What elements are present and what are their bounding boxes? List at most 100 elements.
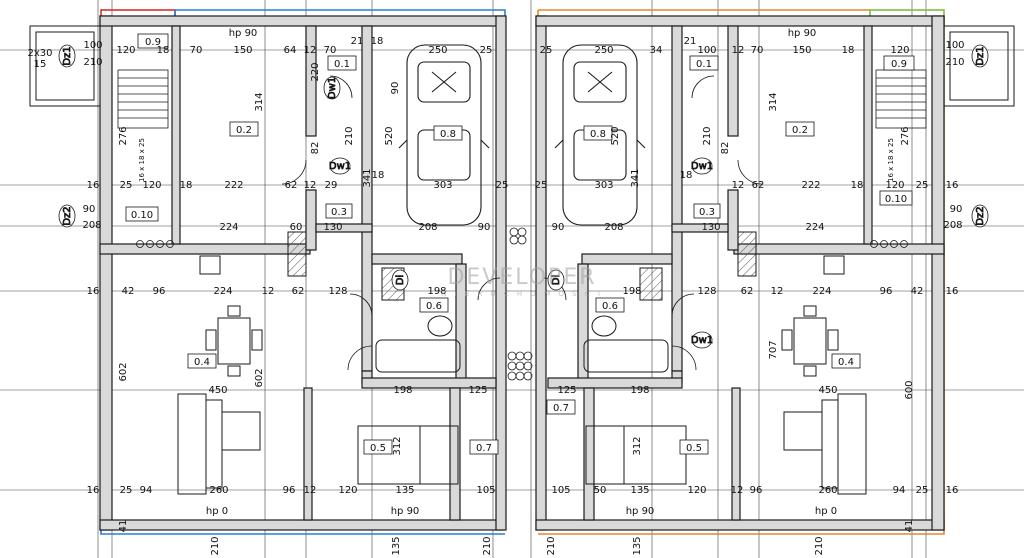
dim: 41: [904, 520, 915, 533]
dim: 450: [818, 385, 837, 396]
room-label: 0.6: [426, 301, 442, 312]
dim: 520: [384, 126, 395, 145]
dim: 224: [219, 222, 238, 233]
dim: 70: [751, 45, 764, 56]
dim: 25: [480, 45, 493, 56]
room-label: 0.3: [699, 207, 715, 218]
room-label: 0.8: [590, 129, 606, 140]
dim: 135: [391, 536, 402, 555]
dim: 224: [805, 222, 824, 233]
sill-height: hp 90: [229, 28, 258, 39]
dim: 150: [233, 45, 252, 56]
room-label: 0.5: [686, 443, 702, 454]
dim: 90: [950, 204, 963, 215]
dim: 96: [283, 485, 296, 496]
dim: 90: [390, 82, 401, 95]
room-label: 0.7: [553, 403, 569, 414]
dim: 276: [900, 126, 911, 145]
dim: 94: [140, 485, 153, 496]
dim: 224: [213, 286, 232, 297]
dim: 520: [610, 126, 621, 145]
watermark-brand: DEVELOPER: [447, 265, 596, 290]
dim: 12: [262, 286, 275, 297]
sill-height: hp 90: [391, 506, 420, 517]
dim: 303: [433, 180, 452, 191]
dim: 50: [594, 485, 607, 496]
dim: 198: [427, 286, 446, 297]
room-label: 0.8: [440, 129, 456, 140]
dim: 210: [702, 126, 713, 145]
dim: 16: [87, 286, 100, 297]
dim: 29: [325, 180, 338, 191]
dim: 21: [684, 36, 697, 47]
room-label: 0.4: [838, 357, 854, 368]
ventilation-grid: [136, 227, 908, 381]
sill-height: hp 0: [206, 506, 228, 517]
dim: 12: [304, 45, 317, 56]
dim: 12: [731, 485, 744, 496]
room-label: 0.6: [602, 301, 618, 312]
dim: 198: [622, 286, 641, 297]
dim: 128: [328, 286, 347, 297]
porches: [29, 25, 1015, 107]
dim: 25: [916, 485, 929, 496]
door-tag: Dz2: [975, 206, 986, 225]
window-spec: 15: [34, 59, 47, 70]
dim: 60: [290, 222, 303, 233]
watermark: DEVELOPER N I E R U C H O M O Ś C I: [441, 265, 600, 298]
sill-height: hp 90: [626, 506, 655, 517]
dim: 150: [792, 45, 811, 56]
dim: 120: [687, 485, 706, 496]
dim: 105: [551, 485, 570, 496]
dim: 120: [338, 485, 357, 496]
dim: 260: [818, 485, 837, 496]
dim: 135: [395, 485, 414, 496]
dim: 62: [752, 180, 765, 191]
door-tag: Dz1: [62, 46, 73, 65]
dim: 600: [904, 380, 915, 399]
dim: 208: [604, 222, 623, 233]
dim: 222: [801, 180, 820, 191]
room-labels: 0.9 0.2 0.1 0.8 0.10 0.3 0.4 0.6 0.5 0.7…: [125, 33, 915, 455]
stair-spec: 16 x 18 x 25: [138, 138, 146, 182]
dim: 18: [842, 45, 855, 56]
door-tag: Dz2: [62, 206, 73, 225]
dim: 41: [118, 520, 129, 533]
door-symbols: Dz1 Dz2 Dw1 Dw1 Di Dz1 Dz2 Dw1 Dw1 Di: [58, 44, 989, 349]
walls: [99, 15, 945, 531]
dim: 18: [851, 180, 864, 191]
dim: 210: [945, 57, 964, 68]
dim: 198: [630, 385, 649, 396]
dim: 62: [741, 286, 754, 297]
dim: 450: [208, 385, 227, 396]
dim: 90: [552, 222, 565, 233]
dim: 125: [468, 385, 487, 396]
door-tag: Di: [395, 275, 406, 285]
sill-height: hp 0: [815, 506, 837, 517]
dim: 250: [594, 45, 613, 56]
dim: 128: [697, 286, 716, 297]
dim: 16: [946, 180, 959, 191]
room-label: 0.9: [891, 59, 907, 70]
dim: 25: [540, 45, 553, 56]
dim: 62: [292, 286, 305, 297]
dim: 120: [142, 180, 161, 191]
dim: 130: [701, 222, 720, 233]
room-label: 0.3: [331, 207, 347, 218]
dim: 12: [732, 180, 745, 191]
dim: 25: [916, 180, 929, 191]
door-tag: Dw1: [691, 161, 713, 172]
dim: 25: [120, 180, 133, 191]
misc-annotations: 16 x 18 x 25 16 x 18 x 25 2x30 15 hp 90 …: [27, 28, 895, 517]
room-label: 0.2: [236, 125, 252, 136]
room-label: 0.4: [194, 357, 210, 368]
dim: 16: [87, 180, 100, 191]
dim: 64: [284, 45, 297, 56]
dim: 276: [118, 126, 129, 145]
dim: 34: [650, 45, 663, 56]
dim: 602: [254, 368, 265, 387]
dim: 208: [418, 222, 437, 233]
door-arcs: [281, 75, 763, 371]
dim: 135: [630, 485, 649, 496]
